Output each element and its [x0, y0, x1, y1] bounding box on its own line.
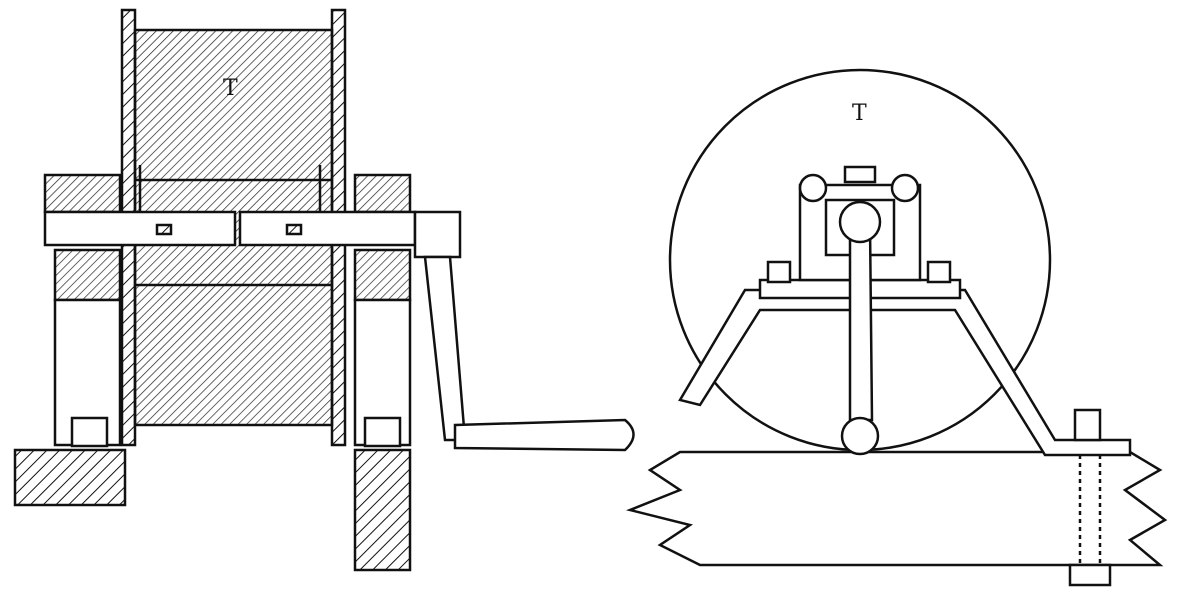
base-beam: [625, 450, 1168, 567]
left-foot-block: [13, 448, 127, 507]
left-drum-label: T: [223, 76, 238, 101]
right-drum-label: T: [852, 101, 867, 126]
axle-right: [238, 210, 417, 247]
left-bearing-bottom: [53, 248, 122, 302]
crank-arm: [423, 255, 467, 442]
crank-handle: [453, 418, 635, 452]
right-side-view: T: [625, 68, 1168, 587]
right-bearing-bottom: [353, 248, 412, 302]
brake-lever: [848, 223, 874, 422]
axle-left: [43, 210, 237, 247]
left-elevation-view: T: [13, 8, 635, 572]
right-foot-block: [353, 448, 412, 572]
right-bearing-top: [353, 173, 412, 214]
left-bearing-top: [43, 173, 122, 214]
crank-hub: [413, 210, 462, 259]
